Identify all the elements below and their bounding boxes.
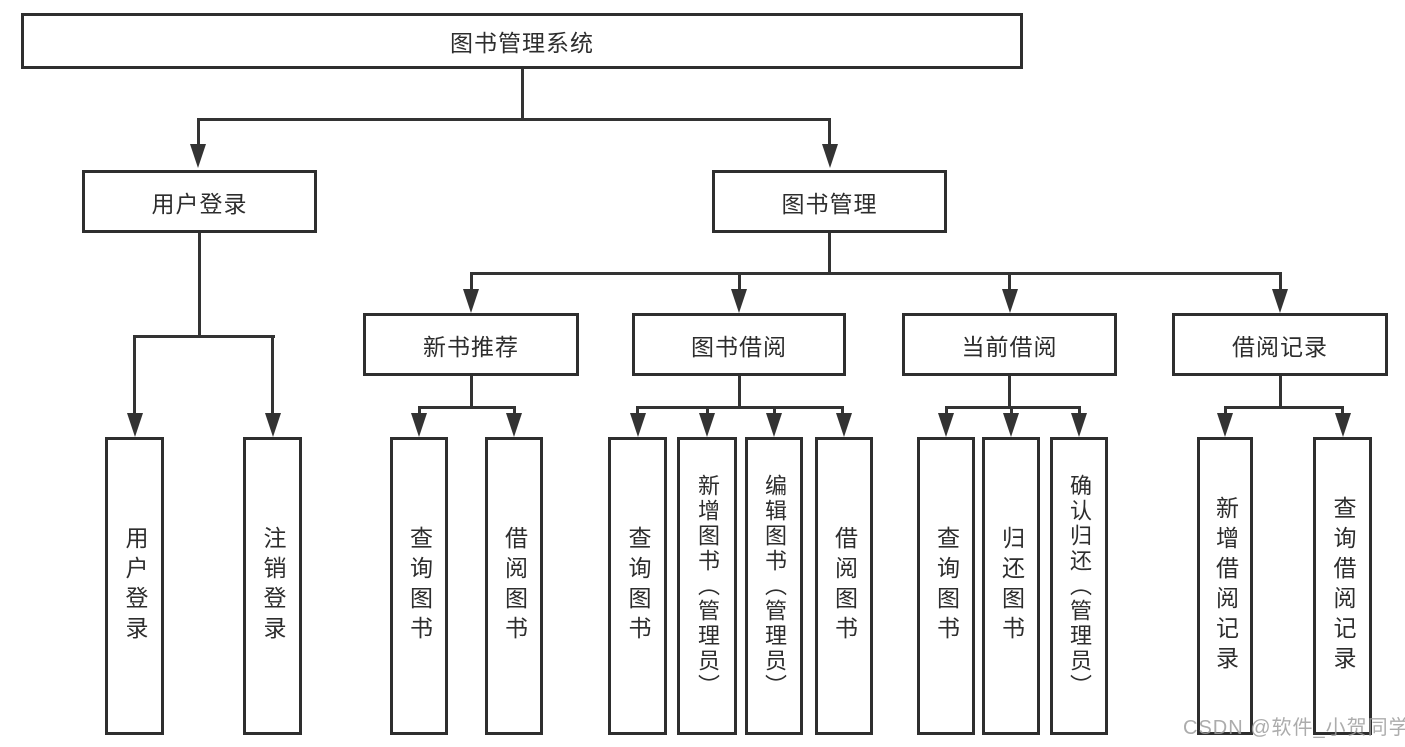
node-label: 新书推荐 — [423, 333, 519, 360]
node-new-book-recommend: 新书推荐 — [363, 313, 579, 376]
leaf-label: 借阅图书 — [501, 526, 528, 646]
connector-stub — [133, 335, 136, 415]
leaf-label: 编辑图书（管理员） — [762, 473, 787, 699]
leaf-confirm-return-admin: 确认归还（管理员） — [1050, 437, 1108, 735]
connector-recommend-splitter — [417, 406, 516, 409]
arrowhead-down — [821, 144, 838, 168]
connector-current-splitter — [944, 406, 1081, 409]
leaf-label: 注销登录 — [260, 526, 286, 646]
arrowhead-down — [411, 413, 427, 437]
leaf-label: 查询图书 — [625, 526, 651, 646]
node-label: 图书借阅 — [691, 333, 787, 360]
arrowhead-down — [938, 413, 954, 437]
leaf-label: 确认归还（管理员） — [1067, 473, 1092, 699]
leaf-label: 用户登录 — [122, 526, 148, 646]
node-label: 图书管理系统 — [450, 30, 594, 56]
connector-stub — [417, 406, 421, 416]
leaf-label: 借阅图书 — [831, 526, 858, 646]
connector-current-vertical — [1008, 376, 1011, 409]
connector-stub — [944, 406, 948, 416]
node-current-borrow: 当前借阅 — [902, 313, 1117, 376]
connector-manage-splitter — [469, 272, 1282, 275]
leaf-label: 查询图书 — [406, 526, 433, 646]
connector-stub — [841, 406, 844, 416]
connector-stub — [512, 406, 516, 416]
leaf-label: 查询借阅记录 — [1330, 496, 1356, 676]
leaf-query-books-current: 查询图书 — [917, 437, 975, 735]
connector-stub — [1278, 272, 1282, 292]
connector-recommend-vertical — [469, 376, 473, 409]
connector-stub — [1008, 272, 1011, 292]
node-book-management: 图书管理 — [712, 170, 947, 233]
node-label: 当前借阅 — [961, 333, 1058, 360]
leaf-add-borrow-record: 新增借阅记录 — [1197, 437, 1253, 735]
connector-stub — [1077, 406, 1081, 416]
arrowhead-down — [1001, 289, 1018, 313]
connector-stub — [1009, 406, 1013, 416]
leaf-return-books: 归还图书 — [982, 437, 1040, 735]
arrowhead-down — [629, 413, 646, 437]
node-user-login: 用户登录 — [82, 170, 317, 233]
leaf-user-login: 用户登录 — [105, 437, 164, 735]
connector-stub — [1341, 406, 1344, 416]
node-library-management-system: 图书管理系统 — [21, 13, 1023, 69]
leaf-add-books-admin: 新增图书（管理员） — [677, 437, 737, 735]
connector-borrow-vertical — [737, 376, 741, 409]
node-label: 用户登录 — [151, 190, 248, 217]
connector-stub-user-login — [196, 118, 200, 146]
leaf-borrow-books-recommend: 借阅图书 — [485, 437, 543, 735]
node-book-borrow: 图书借阅 — [632, 313, 846, 376]
arrowhead-down — [264, 413, 281, 437]
node-borrow-records: 借阅记录 — [1172, 313, 1388, 376]
node-label: 借阅记录 — [1232, 333, 1328, 360]
leaf-query-borrow-record: 查询借阅记录 — [1313, 437, 1372, 735]
connector-stub — [469, 272, 473, 292]
connector-stub-book-management — [828, 118, 831, 146]
leaf-query-books-borrow: 查询图书 — [608, 437, 667, 735]
arrowhead-down — [1217, 413, 1233, 437]
connector-root-vertical — [520, 69, 524, 121]
leaf-label: 归还图书 — [998, 526, 1025, 646]
connector-stub — [705, 406, 709, 416]
arrowhead-down — [699, 413, 715, 437]
leaf-borrow-books: 借阅图书 — [815, 437, 873, 735]
connector-stub — [772, 406, 776, 416]
leaf-edit-books-admin: 编辑图书（管理员） — [745, 437, 803, 735]
arrowhead-down — [1334, 413, 1351, 437]
arrowhead-down — [836, 413, 852, 437]
leaf-label: 查询图书 — [933, 526, 960, 646]
connector-borrow-splitter — [636, 406, 844, 409]
arrowhead-down — [731, 289, 747, 313]
arrowhead-down — [1003, 413, 1019, 437]
connector-stub — [271, 335, 274, 415]
leaf-query-books-recommend: 查询图书 — [390, 437, 448, 735]
leaf-logout: 注销登录 — [243, 437, 302, 735]
node-label: 图书管理 — [781, 190, 878, 217]
leaf-label: 新增图书（管理员） — [695, 473, 720, 699]
arrowhead-down — [766, 413, 782, 437]
csdn-watermark: CSDN @软件_小贺同学 — [1183, 717, 1405, 739]
arrowhead-down — [126, 413, 143, 437]
connector-manage-vertical — [828, 233, 831, 275]
connector-login-vertical — [198, 233, 201, 338]
connector-stub — [636, 406, 639, 416]
connector-records-vertical — [1278, 376, 1282, 409]
connector-login-splitter — [133, 335, 275, 338]
connector-stub — [737, 272, 741, 292]
connector-stub — [1223, 406, 1227, 416]
arrowhead-down — [506, 413, 522, 437]
arrowhead-down — [1272, 289, 1288, 313]
arrowhead-down — [190, 144, 206, 168]
arrowhead-down — [1071, 413, 1087, 437]
connector-root-splitter — [196, 118, 831, 121]
arrowhead-down — [463, 289, 479, 313]
leaf-label: 新增借阅记录 — [1212, 496, 1239, 676]
connector-records-splitter — [1223, 406, 1344, 409]
